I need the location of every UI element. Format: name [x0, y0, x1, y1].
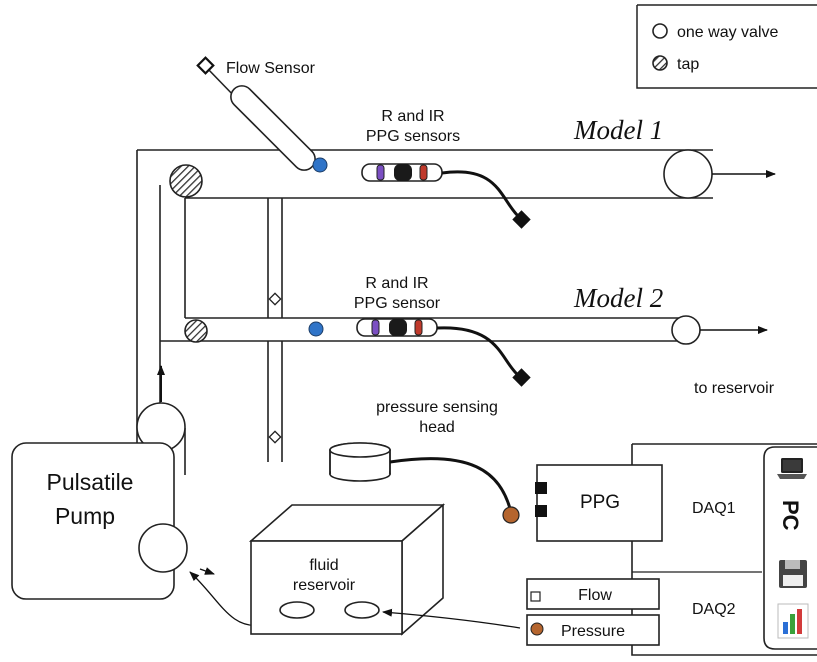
legend-tap-icon [652, 55, 668, 71]
pressure-head-label-line2: head [419, 419, 455, 436]
ppg2-label-line1: R and IR [365, 275, 428, 292]
pump-label-line2: Pump [55, 503, 115, 529]
flow-sensor-diamond-icon [196, 56, 215, 75]
ppg1-label-line2: PPG sensors [366, 128, 460, 145]
daq1-label: DAQ1 [692, 500, 736, 517]
ppg2-label-line2: PPG sensor [354, 295, 441, 312]
legend: one way valve tap [636, 4, 817, 89]
drain-diamond-icon-2 [268, 430, 282, 444]
pc-label: PC [778, 500, 803, 531]
ppg-connector-icon-1 [512, 210, 531, 229]
reservoir-return-line [382, 608, 521, 629]
one-way-valve-model-2 [671, 315, 701, 345]
legend-valve-label: one way valve [677, 24, 778, 41]
laptop-icon [777, 458, 807, 479]
pressure-box: Pressure [526, 614, 660, 646]
bar-chart-icon [777, 603, 809, 639]
daq2-label: DAQ2 [692, 601, 736, 618]
tap-model-1 [169, 164, 203, 198]
legend-tap-label: tap [677, 56, 699, 73]
ppg-sensor-model-1 [361, 163, 531, 229]
sensor-dot-model-2 [308, 321, 324, 337]
pressure-box-label: Pressure [561, 623, 625, 640]
ppg-sensor-model-2 [356, 318, 531, 387]
ppg-box: PPG [535, 464, 663, 542]
pump-inlet-valve [138, 523, 188, 573]
floppy-disk-icon [779, 560, 807, 588]
flow-sensor-label: Flow Sensor [226, 60, 316, 77]
daq-enclosure: DAQ1 DAQ2 [631, 443, 817, 656]
model-2-label: Model 2 [573, 283, 663, 313]
fluid-reservoir: fluid reservoir [248, 503, 446, 636]
flow-sensor-probe [230, 85, 316, 171]
ppg1-label-line1: R and IR [381, 108, 444, 125]
one-way-valve-model-1 [663, 149, 713, 199]
flow-box: Flow [526, 578, 660, 610]
ppg-connector-icon-2 [512, 368, 531, 387]
legend-valve-icon [652, 23, 668, 39]
fluid-reservoir-label-line2: reservoir [293, 577, 356, 594]
ppg-box-label: PPG [580, 492, 620, 513]
flow-box-label: Flow [578, 587, 612, 604]
fluid-reservoir-label-line1: fluid [309, 557, 338, 574]
to-reservoir-label: to reservoir [694, 380, 775, 397]
pressure-head-label-line1: pressure sensing [376, 399, 498, 416]
pressure-connector-dot [502, 506, 520, 524]
drain-diamond-icon-1 [268, 292, 282, 306]
model-1-label: Model 1 [573, 115, 663, 145]
flow-sensor: Flow Sensor [196, 56, 316, 171]
tap-model-2 [184, 319, 208, 343]
pump-label-line1: Pulsatile [47, 469, 134, 495]
pc-panel: PC [763, 446, 817, 650]
sensor-dot-model-1 [312, 157, 328, 173]
pulsatile-pump: Pulsatile Pump [11, 442, 175, 600]
pressure-sensing-head [329, 442, 520, 524]
